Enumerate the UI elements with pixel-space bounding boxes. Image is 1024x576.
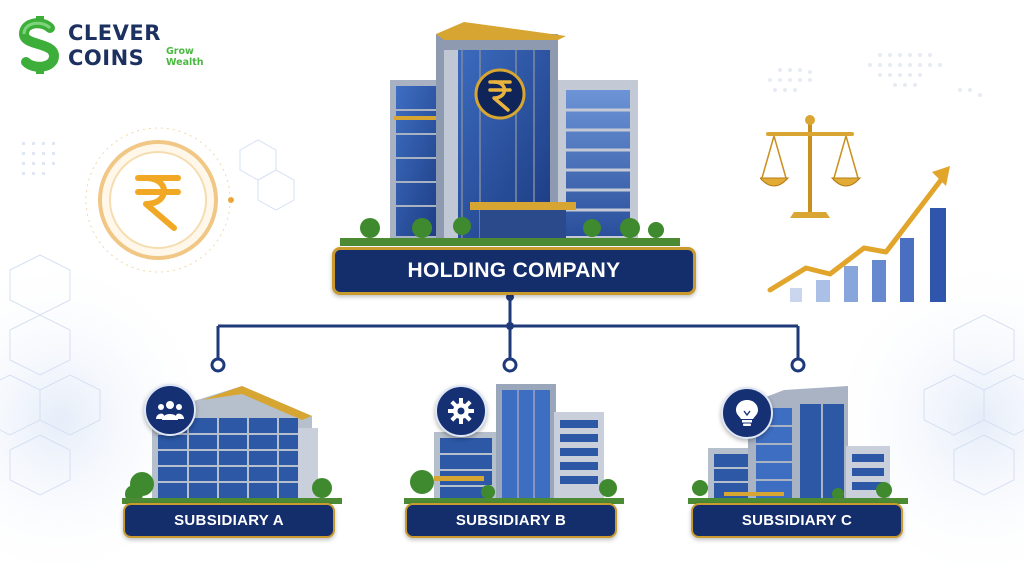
brand-name-line2: COINS (68, 46, 145, 70)
brand-name-line1: CLEVER (68, 21, 161, 45)
subsidiary-b-building (404, 384, 624, 504)
dollar-logo-icon (18, 16, 60, 74)
lightbulb-icon (736, 400, 758, 426)
holding-company-building (340, 22, 680, 246)
rupee-icon (488, 80, 512, 112)
brand-logo: CLEVER COINS Grow Wealth (14, 14, 214, 76)
subsidiary-a-label: SUBSIDIARY A (123, 503, 335, 538)
rupee-coin-decoration (85, 127, 234, 273)
rupee-icon (135, 175, 181, 231)
holding-company-label: HOLDING COMPANY (332, 247, 696, 295)
finance-decoration (760, 115, 950, 302)
growth-chart-icon (767, 166, 950, 302)
subsidiary-a-badge (144, 384, 196, 436)
gear-icon (448, 398, 474, 424)
subsidiary-b-label: SUBSIDIARY B (405, 503, 617, 538)
subsidiary-c-label: SUBSIDIARY C (691, 503, 903, 538)
brand-tagline: Grow Wealth (166, 46, 204, 68)
subsidiary-c-badge (721, 387, 773, 439)
subsidiary-b-badge (435, 385, 487, 437)
scales-of-justice-icon (760, 115, 862, 218)
people-icon (156, 401, 184, 420)
rupee-emblem (474, 68, 526, 120)
subsidiary-c-building (688, 386, 908, 504)
